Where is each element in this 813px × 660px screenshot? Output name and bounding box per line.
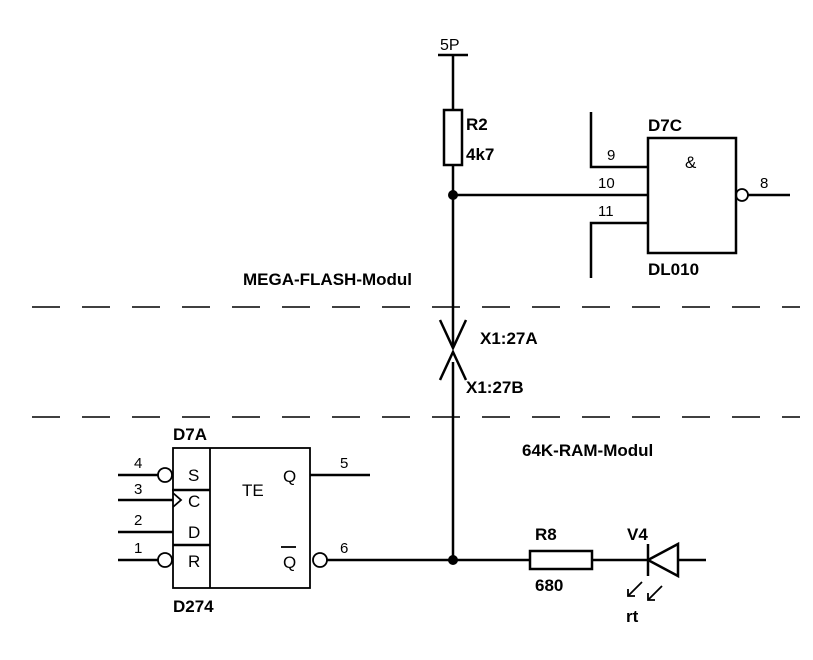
r2-name: R2 [466, 115, 488, 134]
gate-d7c: D7C & DL010 9 10 11 8 [589, 112, 790, 279]
d7a-output-qbar: Q [283, 553, 296, 572]
connector-pin-a: X1:27A [480, 329, 538, 348]
d7a-pin-4: 4 [134, 455, 142, 472]
d7a-pin-6: 6 [340, 540, 348, 557]
d7c-name: D7C [648, 116, 682, 135]
d7a-name: D7A [173, 425, 207, 444]
supply-label: 5P [440, 37, 460, 54]
resistor-r2: R2 4k7 [442, 108, 494, 195]
d7a-input-d: D [188, 523, 200, 542]
d7c-symbol: & [685, 153, 697, 172]
d7a-part: D274 [173, 597, 214, 616]
r2-value: 4k7 [466, 145, 494, 164]
d7c-pin-11: 11 [598, 203, 614, 220]
d7c-part: DL010 [648, 260, 699, 279]
d7c-pin-9: 9 [607, 147, 615, 164]
module-label-upper: MEGA-FLASH-Modul [243, 270, 412, 289]
d7a-input-r: R [188, 552, 200, 571]
d7a-pin-5: 5 [340, 455, 348, 472]
supply-5p: 5P [438, 37, 468, 110]
module-label-lower: 64K-RAM-Modul [522, 441, 653, 460]
d7c-pin-10: 10 [598, 175, 615, 192]
led-v4: V4 rt [626, 525, 706, 626]
d7a-pin-3: 3 [134, 481, 142, 498]
v4-name: V4 [627, 525, 648, 544]
junction-dot-lower [448, 555, 458, 565]
r8-value: 680 [535, 576, 563, 595]
resistor-r8: R8 680 [528, 525, 594, 595]
d7a-pin-1: 1 [134, 540, 142, 557]
d7a-input-s: S [188, 466, 199, 485]
r8-name: R8 [535, 525, 557, 544]
connector-pin-b: X1:27B [466, 378, 524, 397]
v4-color: rt [626, 607, 639, 626]
d7a-function: TE [242, 481, 264, 500]
d7a-input-c: C [188, 492, 200, 511]
flipflop-d7a: D7A D274 TE 4 S 3 C 2 D 1 R Q 5 Q 6 [118, 425, 370, 616]
d7a-pin-2: 2 [134, 512, 142, 529]
d7a-output-q: Q [283, 467, 296, 486]
d7c-pin-8: 8 [760, 175, 768, 192]
connector-x1-27: X1:27A X1:27B [438, 319, 538, 397]
